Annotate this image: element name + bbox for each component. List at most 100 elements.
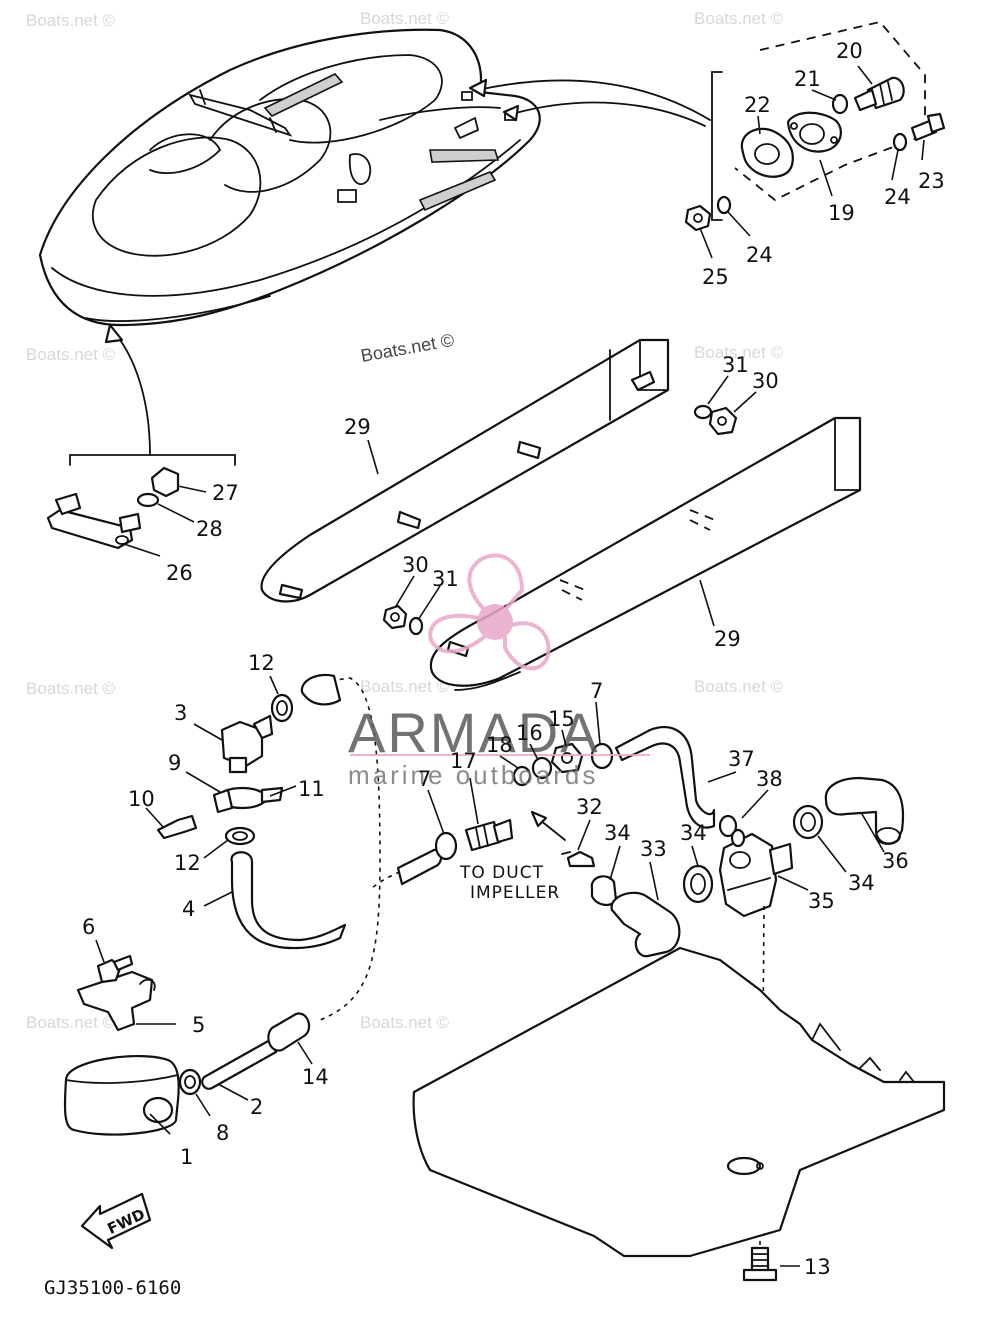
elbow-3 xyxy=(220,714,274,774)
ride-plate xyxy=(412,946,946,1258)
box-1 xyxy=(63,1054,180,1136)
callout-7b: 7 xyxy=(418,767,431,791)
callout-21: 21 xyxy=(794,67,821,91)
watermark: Boats.net © xyxy=(26,345,116,364)
nut-30b xyxy=(382,604,408,630)
callout-34c: 34 xyxy=(848,871,875,895)
callout-33: 33 xyxy=(640,837,667,861)
note-line-2: IMPELLER xyxy=(470,883,560,903)
fitting-17 xyxy=(464,818,514,852)
watermark: Boats.net © xyxy=(360,9,450,28)
callout-6: 6 xyxy=(82,915,95,939)
callout-32: 32 xyxy=(576,795,603,819)
nut-30 xyxy=(708,406,738,436)
propeller-hub-icon xyxy=(477,604,513,640)
callout-1: 1 xyxy=(180,1145,193,1169)
watermark: Boats.net © xyxy=(694,343,784,362)
fitting-10 xyxy=(156,814,198,840)
callout-22: 22 xyxy=(744,93,771,117)
clamp-9 xyxy=(212,786,284,814)
reference-arrow xyxy=(477,79,711,121)
bolt-13 xyxy=(742,1246,778,1282)
callout-35: 35 xyxy=(808,889,835,913)
callout-17: 17 xyxy=(450,749,477,773)
bolt-23 xyxy=(910,112,946,142)
hose-2 xyxy=(201,1038,278,1090)
sponson-29-upper xyxy=(260,338,670,603)
bolt-6 xyxy=(96,954,134,984)
callout-20: 20 xyxy=(836,39,863,63)
brand-logo: ARMADA marine outboards xyxy=(348,553,650,790)
washer-24b xyxy=(716,195,732,215)
callout-2: 2 xyxy=(250,1095,263,1119)
callout-23: 23 xyxy=(918,169,945,193)
watermark: Boats.net © xyxy=(26,679,116,698)
bracket-5 xyxy=(76,970,156,1032)
washer-24 xyxy=(892,132,908,152)
washer-28 xyxy=(136,492,160,508)
cover-plate-22 xyxy=(740,127,794,178)
assembly-outline xyxy=(734,20,926,202)
bracket-26 xyxy=(46,492,142,550)
callout-19: 19 xyxy=(828,201,855,225)
callout-29b: 29 xyxy=(714,627,741,651)
watercraft-hull xyxy=(38,28,541,327)
callout-10: 10 xyxy=(128,787,155,811)
callout-36: 36 xyxy=(882,849,909,873)
watermark: Boats.net © xyxy=(694,9,784,28)
callout-12b: 12 xyxy=(174,851,201,875)
assembly-bracket xyxy=(711,71,723,221)
brand-name: ARMADA xyxy=(348,701,600,764)
callout-25: 25 xyxy=(702,265,729,289)
callouts: 1 2 3 4 5 6 7 7 8 9 10 11 12 12 13 14 15… xyxy=(82,39,945,1279)
callout-31b: 31 xyxy=(432,567,459,591)
valve-35 xyxy=(718,832,794,918)
watermark: Boats.net © xyxy=(360,677,450,696)
washer-16 xyxy=(531,756,553,780)
callout-29: 29 xyxy=(344,415,371,439)
joint-14 xyxy=(267,1012,311,1052)
callout-18: 18 xyxy=(486,733,513,757)
clamp-12-upper xyxy=(270,693,294,723)
reference-arrow xyxy=(511,101,706,127)
plug-20 xyxy=(853,76,905,112)
hose-33 xyxy=(610,891,681,958)
callout-5: 5 xyxy=(192,1013,205,1037)
callout-30: 30 xyxy=(752,369,779,393)
callout-28: 28 xyxy=(196,517,223,541)
hose-line xyxy=(319,677,381,1021)
callout-12: 12 xyxy=(248,651,275,675)
callout-27: 27 xyxy=(212,481,239,505)
callout-8: 8 xyxy=(216,1121,229,1145)
callout-37: 37 xyxy=(728,747,755,771)
elbow-36 xyxy=(824,776,905,845)
watermark: Boats.net © xyxy=(694,677,784,696)
callout-16: 16 xyxy=(516,721,543,745)
watermark: Boats.net © xyxy=(26,11,116,30)
nut-27 xyxy=(150,466,180,498)
washer-31b xyxy=(408,616,424,636)
hose-section xyxy=(300,673,443,886)
callout-34: 34 xyxy=(604,821,631,845)
note-line-1: TO DUCT xyxy=(459,863,544,883)
clamp-12-lower xyxy=(224,826,256,846)
fwd-arrow: FWD xyxy=(80,1192,152,1250)
clamp-34-left xyxy=(590,875,618,906)
brand-underline xyxy=(350,754,650,756)
diagram-code: GJ35100-6160 xyxy=(44,1277,181,1299)
callout-9: 9 xyxy=(168,751,181,775)
washer-18 xyxy=(512,765,532,787)
callout-4: 4 xyxy=(182,897,195,921)
nut-15 xyxy=(550,742,584,774)
callout-14: 14 xyxy=(302,1065,329,1089)
callout-11: 11 xyxy=(298,777,325,801)
clip-32 xyxy=(561,850,596,868)
arrow-head xyxy=(530,810,548,828)
callout-31: 31 xyxy=(722,353,749,377)
callout-7: 7 xyxy=(590,679,603,703)
nut-25 xyxy=(684,204,712,232)
washer-31 xyxy=(693,404,713,420)
clamp-8 xyxy=(178,1068,202,1096)
propeller-icon xyxy=(428,553,551,671)
